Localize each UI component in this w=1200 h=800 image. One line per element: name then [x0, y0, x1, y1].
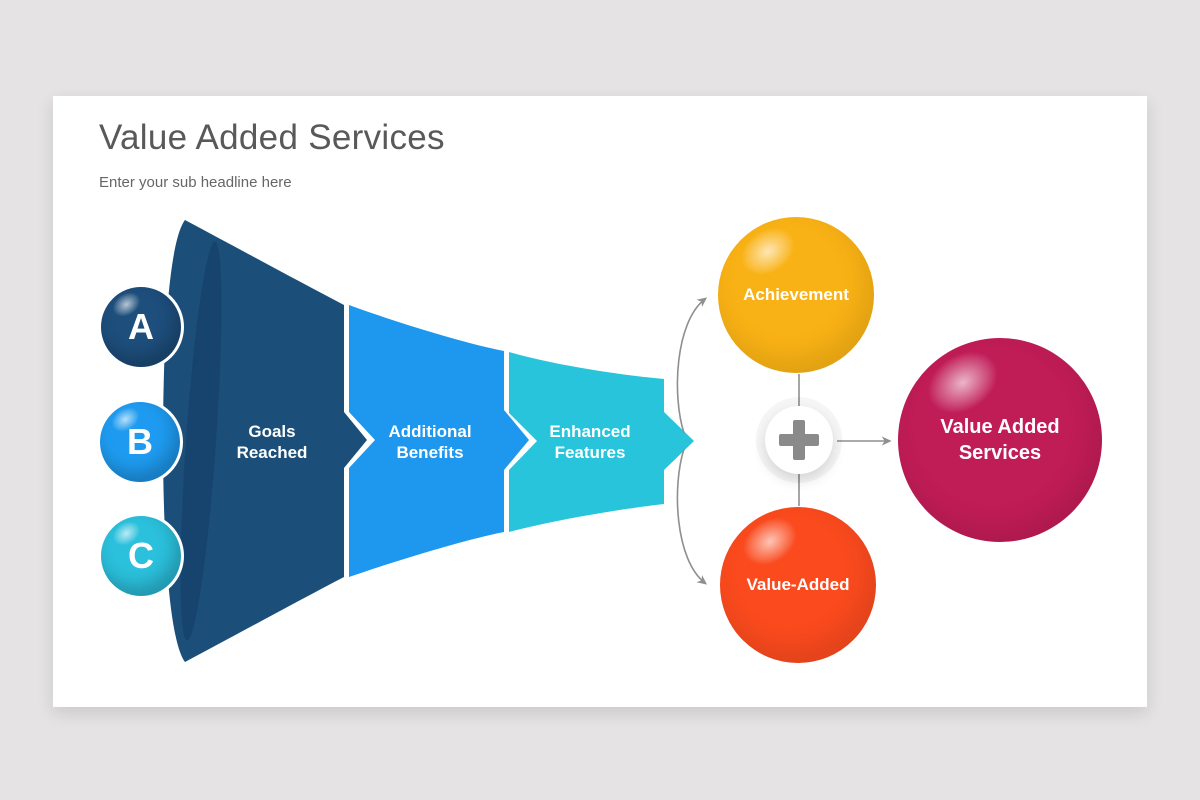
- value-added-services-label: Value Added Services: [940, 416, 1060, 464]
- value-added-services-circle: Value Added Services: [898, 338, 1102, 542]
- marker-letter-a: A: [128, 306, 154, 347]
- marker-circle-c: C: [98, 513, 184, 599]
- funnel-diagram: [163, 220, 892, 662]
- stage-label-goals-reached: Goals Reached: [236, 422, 308, 462]
- plus-badge: [765, 406, 833, 474]
- page-subtitle: Enter your sub headline here: [99, 174, 292, 191]
- funnel-stage-additional-shape: [349, 305, 529, 577]
- marker-letter-b: B: [127, 421, 153, 462]
- arrow-to-achievement: [676, 297, 708, 434]
- marker-letter-c: C: [128, 535, 154, 576]
- marker-circle-b: B: [97, 399, 183, 485]
- plus-icon-bar-vertical: [793, 420, 805, 460]
- value-added-circle: Value-Added: [720, 507, 876, 663]
- stage-label-additional-benefits: Additional Benefits: [388, 422, 472, 462]
- stage-label-enhanced-features: Enhanced Features: [549, 422, 631, 462]
- slide-canvas: Value Added Services Enter your sub head…: [53, 96, 1147, 707]
- value-added-label: Value-Added: [746, 575, 850, 594]
- arrow-to-value-added: [676, 448, 708, 585]
- page-title: Value Added Services: [99, 118, 445, 157]
- achievement-circle: Achievement: [718, 217, 874, 373]
- marker-circle-a: A: [98, 284, 184, 370]
- achievement-label: Achievement: [743, 285, 849, 304]
- funnel-bell-rim-shadow: [180, 241, 222, 641]
- funnel-stage-enhanced-shape: [509, 352, 694, 532]
